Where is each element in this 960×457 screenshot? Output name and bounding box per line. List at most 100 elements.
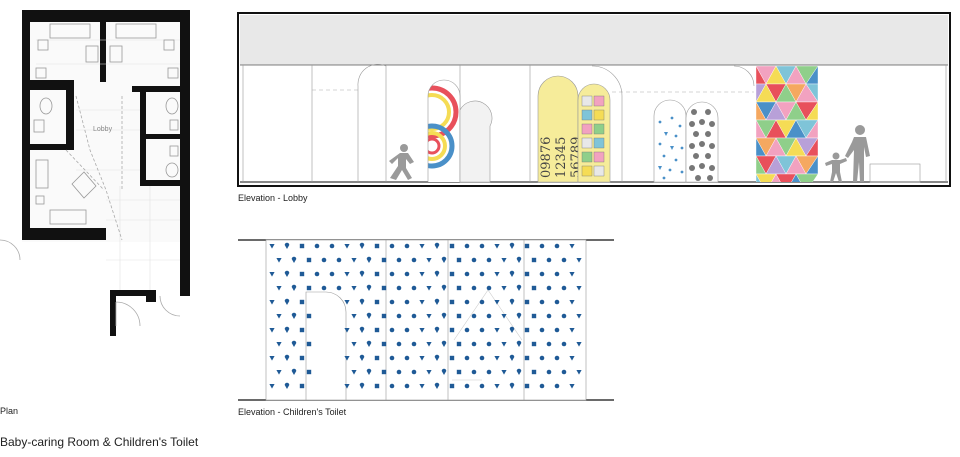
- pattern-shape: [456, 369, 462, 375]
- pattern-shape: [554, 383, 560, 389]
- pattern-shape: [396, 369, 402, 375]
- pattern-shape: [351, 258, 357, 263]
- pattern-shape: [344, 328, 350, 333]
- pattern-shape: [366, 312, 372, 319]
- pattern-shape: [464, 383, 470, 389]
- pattern-shape: [276, 370, 282, 375]
- pattern-shape: [539, 327, 545, 333]
- pattern-shape: [396, 285, 402, 291]
- pattern-shape: [419, 328, 425, 333]
- pattern-shape: [381, 341, 387, 347]
- pattern-shape: [509, 242, 515, 249]
- pattern-shape: [269, 244, 275, 249]
- pattern-shape: [291, 368, 297, 375]
- pattern-shape: [456, 313, 462, 319]
- pattern-shape: [426, 286, 432, 291]
- pattern-shape: [359, 354, 365, 361]
- pattern-shape: [374, 271, 380, 277]
- rainbow-arch-panel: [427, 79, 493, 183]
- pattern-shape: [456, 257, 462, 263]
- pattern-shape: [561, 313, 567, 319]
- pattern-shape: [359, 382, 365, 389]
- pattern-shape: [569, 244, 575, 249]
- pattern-shape: [441, 284, 447, 291]
- pattern-shape: [329, 271, 335, 277]
- pattern-shape: [486, 285, 492, 291]
- pattern-shape: [501, 314, 507, 319]
- pattern-shape: [546, 341, 552, 347]
- pattern-shape: [516, 312, 522, 319]
- pattern-shape: [419, 272, 425, 277]
- pattern-shape: [486, 313, 492, 319]
- pattern-shape: [501, 286, 507, 291]
- pattern-shape: [426, 314, 432, 319]
- pattern-shape: [576, 286, 582, 291]
- pattern-shape: [404, 327, 410, 333]
- pattern-shape: [314, 271, 320, 277]
- pattern-shape: [381, 257, 387, 263]
- pattern-shape: [449, 327, 455, 333]
- pattern-shape: [344, 384, 350, 389]
- pattern-shape: [546, 285, 552, 291]
- pattern-shape: [284, 354, 290, 361]
- pattern-shape: [576, 370, 582, 375]
- dotted-panels: [653, 99, 719, 183]
- pattern-shape: [464, 271, 470, 277]
- pattern-shape: [471, 257, 477, 263]
- pattern-shape: [426, 342, 432, 347]
- pattern-shape: [269, 328, 275, 333]
- pattern-shape: [569, 356, 575, 361]
- pattern-shape: [411, 341, 417, 347]
- pattern-shape: [441, 340, 447, 347]
- pattern-shape: [284, 382, 290, 389]
- pattern-shape: [396, 313, 402, 319]
- pattern-shape: [419, 384, 425, 389]
- pattern-shape: [434, 326, 440, 333]
- pattern-shape: [284, 270, 290, 277]
- pattern-shape: [276, 286, 282, 291]
- pattern-shape: [524, 271, 530, 277]
- pattern-shape: [524, 243, 530, 249]
- pattern-shape: [449, 383, 455, 389]
- pattern-shape: [449, 299, 455, 305]
- pattern-shape: [276, 258, 282, 263]
- pattern-shape: [359, 298, 365, 305]
- pattern-shape: [299, 327, 305, 333]
- pattern-shape: [389, 327, 395, 333]
- pattern-shape: [494, 244, 500, 249]
- pattern-shape: [441, 312, 447, 319]
- pattern-shape: [501, 370, 507, 375]
- pattern-shape: [284, 326, 290, 333]
- pattern-shape: [306, 285, 312, 291]
- plan-label: Plan: [0, 406, 19, 416]
- pattern-shape: [494, 300, 500, 305]
- pattern-shape: [299, 355, 305, 361]
- pattern-shape: [404, 383, 410, 389]
- pattern-shape: [419, 356, 425, 361]
- pattern-shape: [569, 300, 575, 305]
- pattern-shape: [389, 299, 395, 305]
- pattern-shape: [389, 243, 395, 249]
- pattern-shape: [441, 256, 447, 263]
- pattern-shape: [381, 313, 387, 319]
- pattern-shape: [479, 299, 485, 305]
- toilet-elevation: [238, 239, 614, 401]
- pattern-shape: [419, 300, 425, 305]
- pattern-shape: [434, 298, 440, 305]
- pattern-shape: [344, 300, 350, 305]
- lobby-room-label: Lobby: [93, 126, 113, 133]
- lobby-elevation: 09876 12345 56789: [237, 12, 951, 187]
- pattern-shape: [449, 243, 455, 249]
- pattern-shape: [434, 270, 440, 277]
- pattern-shape: [509, 326, 515, 333]
- elevation-lobby-label: Elevation - Lobby: [238, 193, 308, 203]
- pattern-shape: [389, 271, 395, 277]
- pattern-shape: [524, 299, 530, 305]
- pattern-shape: [381, 369, 387, 375]
- pattern-shape: [524, 383, 530, 389]
- pattern-shape: [366, 368, 372, 375]
- pattern-shape: [531, 313, 537, 319]
- pattern-shape: [441, 368, 447, 375]
- pattern-shape: [396, 341, 402, 347]
